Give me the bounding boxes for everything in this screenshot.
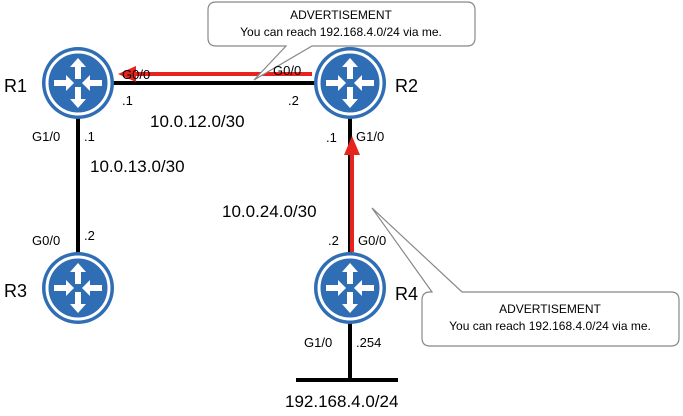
network-192-168-4-0: 192.168.4.0/24 (285, 392, 398, 411)
advertisement-arrow-r2-to-r1 (118, 66, 312, 82)
r2-g10-host: .1 (326, 130, 337, 145)
r3-g00-host: .2 (84, 228, 95, 243)
network-10-0-24-0: 10.0.24.0/30 (222, 202, 317, 221)
callout-bottom-body: You can reach 192.168.4.0/24 via me. (449, 319, 651, 333)
router-r2-label: R2 (395, 76, 418, 96)
r1-g10-host: .1 (84, 129, 95, 144)
router-r3-icon (40, 250, 116, 326)
r4-g10-host: .254 (356, 335, 381, 350)
router-r4-label: R4 (395, 284, 418, 304)
r2-g00-host: .2 (288, 93, 299, 108)
callout-top-title: ADVERTISEMENT (290, 8, 392, 22)
r1-g00-host: .1 (122, 93, 133, 108)
advertisement-arrow-r4-to-r2 (344, 136, 360, 252)
r4-g10-interface: G1/0 (304, 335, 332, 350)
r2-g10-interface: G1/0 (356, 129, 384, 144)
r4-g00-host: .2 (328, 233, 339, 248)
router-r4-icon (312, 250, 388, 326)
router-r1-icon (40, 45, 116, 121)
router-r2-icon (312, 45, 388, 121)
r1-g10-interface: G1/0 (32, 129, 60, 144)
router-r3-label: R3 (4, 281, 27, 301)
router-r1-label: R1 (4, 76, 27, 96)
callout-top: ADVERTISEMENT You can reach 192.168.4.0/… (207, 1, 476, 81)
r2-g00-interface: G0/0 (273, 63, 301, 78)
network-10-0-13-0: 10.0.13.0/30 (90, 157, 185, 176)
r3-g00-interface: G0/0 (32, 233, 60, 248)
callout-top-body: You can reach 192.168.4.0/24 via me. (240, 25, 442, 39)
r1-g00-interface: G0/0 (122, 67, 150, 82)
callout-bottom: ADVERTISEMENT You can reach 192.168.4.0/… (371, 207, 680, 347)
callout-bottom-title: ADVERTISEMENT (499, 302, 601, 316)
r4-g00-interface: G0/0 (358, 233, 386, 248)
network-10-0-12-0: 10.0.12.0/30 (150, 112, 245, 131)
